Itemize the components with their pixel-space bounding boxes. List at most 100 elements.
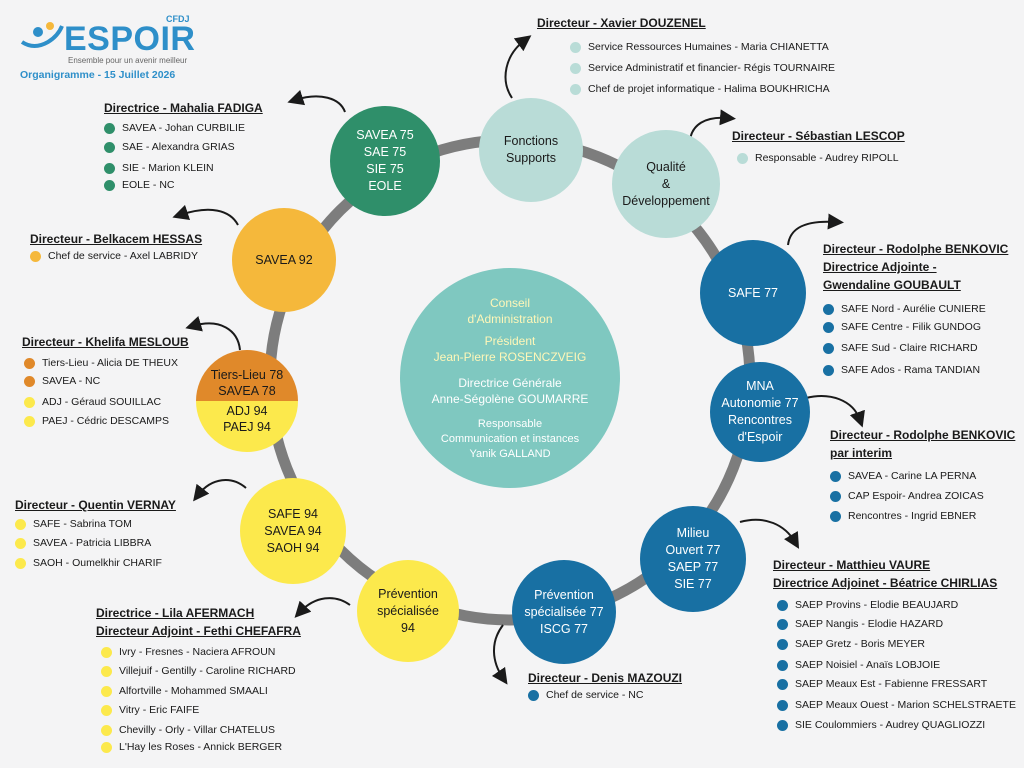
circle-fonctions-supports: Fonctions Supports: [479, 98, 583, 202]
list-item: SAFE Centre - Filik GUNDOG: [823, 321, 981, 333]
circle-label: Supports: [505, 151, 557, 165]
bullet-icon: [777, 599, 788, 611]
list-item: Vitry - Eric FAIFE: [101, 704, 199, 716]
list-item: Chef de service - Axel LABRIDY: [30, 250, 198, 262]
bullet-icon: [101, 704, 112, 716]
list-item: CAP Espoir- Andrea ZOICAS: [830, 490, 984, 502]
item-text: SAOH - Oumelkhir CHARIF: [33, 557, 162, 569]
list-item: Chevilly - Orly - Villar CHATELUS: [101, 724, 275, 736]
circle-label: SAOH 94: [266, 540, 320, 555]
bullet-icon: [101, 665, 112, 677]
bullet-icon: [30, 250, 41, 262]
head-mazouzi: Directeur - Denis MAZOUZI: [528, 671, 683, 685]
list-item: SIE - Marion KLEIN: [104, 162, 214, 174]
item-text: Tiers-Lieu - Alicia DE THEUX: [42, 357, 178, 369]
circle-label: SAE 75: [363, 145, 407, 159]
item-text: SAVEA - NC: [42, 375, 101, 387]
item-text: Vitry - Eric FAIFE: [119, 704, 200, 716]
list-item: Responsable - Audrey RIPOLL: [737, 152, 899, 164]
list-item: SAFE Ados - Rama TANDIAN: [823, 364, 980, 376]
item-text: Responsable - Audrey RIPOLL: [755, 152, 899, 164]
item-text: Chevilly - Orly - Villar CHATELUS: [119, 724, 275, 736]
arrow-tiers: [185, 316, 241, 351]
bullet-icon: [101, 741, 112, 753]
head-benkovic-3: Gwendaline GOUBAULT: [823, 278, 961, 292]
chart-date: Organigramme - 15 Juillet 2026: [20, 69, 176, 81]
bullet-icon: [830, 510, 841, 522]
bullet-icon: [823, 321, 834, 333]
head-afermach-1: Directrice - Lila AFERMACH: [96, 606, 255, 620]
center-line-1: Conseil: [489, 295, 531, 310]
head-lescop: Directeur - Sébastian LESCOP: [732, 129, 905, 143]
circle-savea75: SAVEA 75 SAE 75 SIE 75 EOLE: [330, 106, 440, 216]
head-fadiga: Directrice - Mahalia FADIGA: [104, 101, 263, 115]
center-line-6: Anne-Ségolène GOUMARRE: [431, 391, 589, 406]
bullet-icon: [777, 638, 788, 650]
circle-label: Rencontres: [728, 413, 792, 427]
bullet-icon: [104, 141, 115, 153]
logo-wordmark: ESPOIR: [64, 20, 196, 58]
arrow-qualite: [689, 109, 736, 141]
bullet-icon: [737, 152, 748, 164]
circle-label: Prévention: [378, 586, 438, 601]
bullet-icon: [570, 62, 581, 74]
circle-label: PAEJ 94: [223, 420, 271, 434]
circle-label: d'Espoir: [737, 430, 783, 444]
bullet-icon: [104, 162, 115, 174]
circle-milieu-ouvert: Milieu Ouvert 77 SAEP 77 SIE 77: [640, 506, 746, 612]
item-text: SAVEA - Carine LA PERNA: [848, 470, 977, 482]
bullet-icon: [823, 303, 834, 315]
bullet-icon: [823, 342, 834, 354]
bullet-icon: [15, 537, 26, 549]
head-hessas: Directeur - Belkacem HESSAS: [30, 232, 203, 246]
bullet-icon: [104, 122, 115, 134]
list-item: Villejuif - Gentilly - Caroline RICHARD: [101, 665, 296, 677]
arrow-prev77: [491, 624, 508, 685]
circle-safe94: SAFE 94 SAVEA 94 SAOH 94: [240, 478, 346, 584]
list-item: SAE - Alexandra GRIAS: [104, 141, 235, 153]
item-text: Service Ressources Humaines - Maria CHIA…: [588, 41, 829, 53]
item-text: ADJ - Géraud SOUILLAC: [42, 396, 162, 408]
circle-label: SAVEA 78: [218, 384, 276, 398]
head-afermach-2: Directeur Adjoint - Fethi CHEFAFRA: [96, 624, 301, 638]
logo-cfdj: CFDJ: [166, 14, 190, 24]
center-line-7: Responsable: [477, 417, 543, 430]
list-item: SAEP Nangis - Elodie HAZARD: [777, 618, 943, 630]
list-item: Chef de service - NC: [528, 689, 643, 701]
circle-label: Milieu: [676, 526, 710, 540]
bullet-icon: [528, 689, 539, 701]
circle-prevention-94: Prévention spécialisée 94: [357, 560, 459, 662]
item-text: SAFE Ados - Rama TANDIAN: [841, 364, 981, 376]
bullet-icon: [830, 470, 841, 482]
item-text: SAVEA - Patricia LIBBRA: [33, 537, 152, 549]
list-item: Service Administratif et financier- Régi…: [570, 62, 835, 74]
circle-label: EOLE: [368, 179, 402, 193]
list-item: SAVEA - Johan CURBILIE: [104, 122, 245, 134]
list-item: SAEP Meaux Ouest - Marion SCHELSTRAETE: [777, 699, 1016, 711]
item-text: SAEP Meaux Est - Fabienne FRESSART: [795, 678, 988, 690]
list-item: Tiers-Lieu - Alicia DE THEUX: [24, 357, 178, 369]
bullet-icon: [24, 375, 35, 387]
bullet-icon: [777, 678, 788, 690]
item-text: SAEP Provins - Elodie BEAUJARD: [795, 599, 959, 611]
item-text: SAFE Nord - Aurélie CUNIERE: [841, 303, 986, 315]
circle-label: 94: [401, 620, 415, 635]
list-item: SAFE - Sabrina TOM: [15, 518, 132, 530]
item-text: SIE - Marion KLEIN: [122, 162, 214, 174]
bullet-icon: [24, 396, 35, 408]
bullet-icon: [777, 699, 788, 711]
list-item: EOLE - NC: [104, 179, 175, 191]
bullet-icon: [570, 83, 581, 95]
list-item: Alfortville - Mohammed SMAALI: [101, 685, 268, 697]
circle-label: Développement: [622, 193, 710, 208]
center-line-2: d'Administration: [467, 311, 553, 326]
circle-label: spécialisée 77: [524, 604, 604, 619]
circle-label: SAVEA 94: [264, 523, 322, 538]
head-vernay: Directeur - Quentin VERNAY: [15, 498, 176, 512]
item-text: SAEP Nangis - Elodie HAZARD: [795, 618, 944, 630]
item-text: SAFE Sud - Claire RICHARD: [841, 342, 978, 354]
list-item: Service Ressources Humaines - Maria CHIA…: [570, 41, 829, 53]
center-governance: Conseil d'Administration Président Jean-…: [400, 268, 620, 488]
item-text: Service Administratif et financier- Régi…: [588, 62, 836, 74]
head-benkovic-1: Directeur - Rodolphe BENKOVIC: [823, 242, 1009, 256]
